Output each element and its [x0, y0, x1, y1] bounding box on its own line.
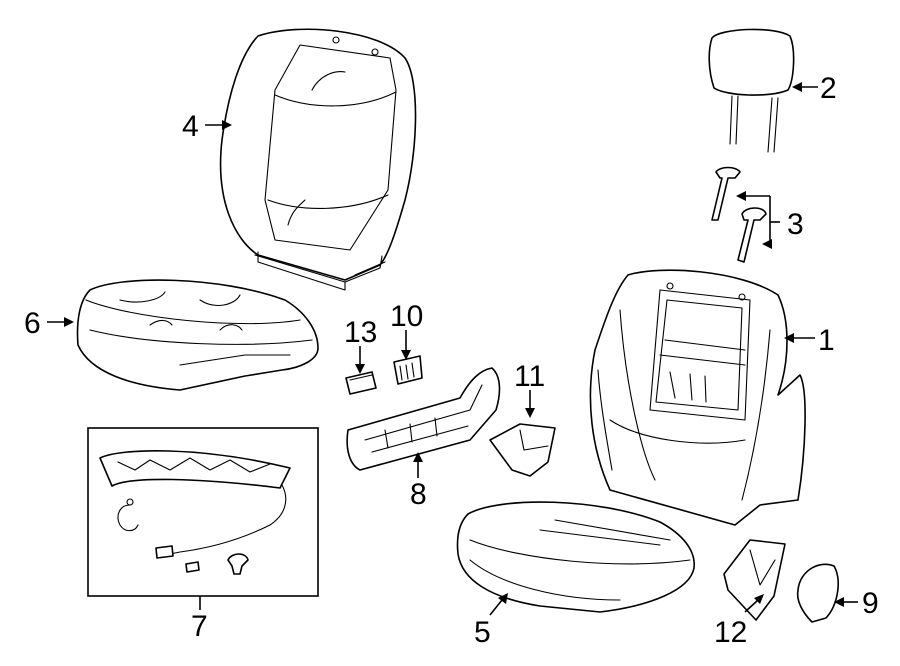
callout-labels: 1 2 3 4 5 6 7 8 9 10 11 12 13: [24, 72, 879, 649]
seat-back-cover-drawing: [219, 28, 417, 291]
headrest-guide-drawing: [711, 166, 767, 263]
recliner-cover-drawing: [796, 563, 839, 623]
switch-drawing: [393, 355, 423, 385]
callout-3: 3: [787, 208, 804, 241]
callout-9: 9: [862, 587, 879, 620]
callout-10: 10: [390, 300, 423, 333]
callout-11: 11: [514, 360, 545, 393]
bracket-drawing: [489, 423, 556, 477]
callout-8: 8: [410, 478, 427, 511]
callout-13: 13: [344, 316, 377, 349]
knob-drawing: [345, 371, 377, 395]
callout-12: 12: [714, 616, 747, 649]
seat-back-frame-drawing: [589, 269, 806, 526]
callout-4: 4: [182, 110, 199, 143]
heater-kit-drawing: [87, 427, 319, 597]
callout-5: 5: [474, 616, 491, 649]
headrest-drawing: [708, 28, 795, 153]
callout-2: 2: [820, 72, 837, 105]
leader-lines: [47, 82, 858, 616]
callout-1: 1: [818, 324, 835, 357]
callout-6: 6: [24, 307, 41, 340]
side-shield-drawing: [346, 367, 501, 471]
lower-bracket-drawing: [723, 539, 786, 621]
seat-cushion-pad-drawing: [456, 501, 695, 613]
seat-cushion-cover-drawing: [76, 279, 319, 391]
callout-7: 7: [191, 610, 208, 643]
